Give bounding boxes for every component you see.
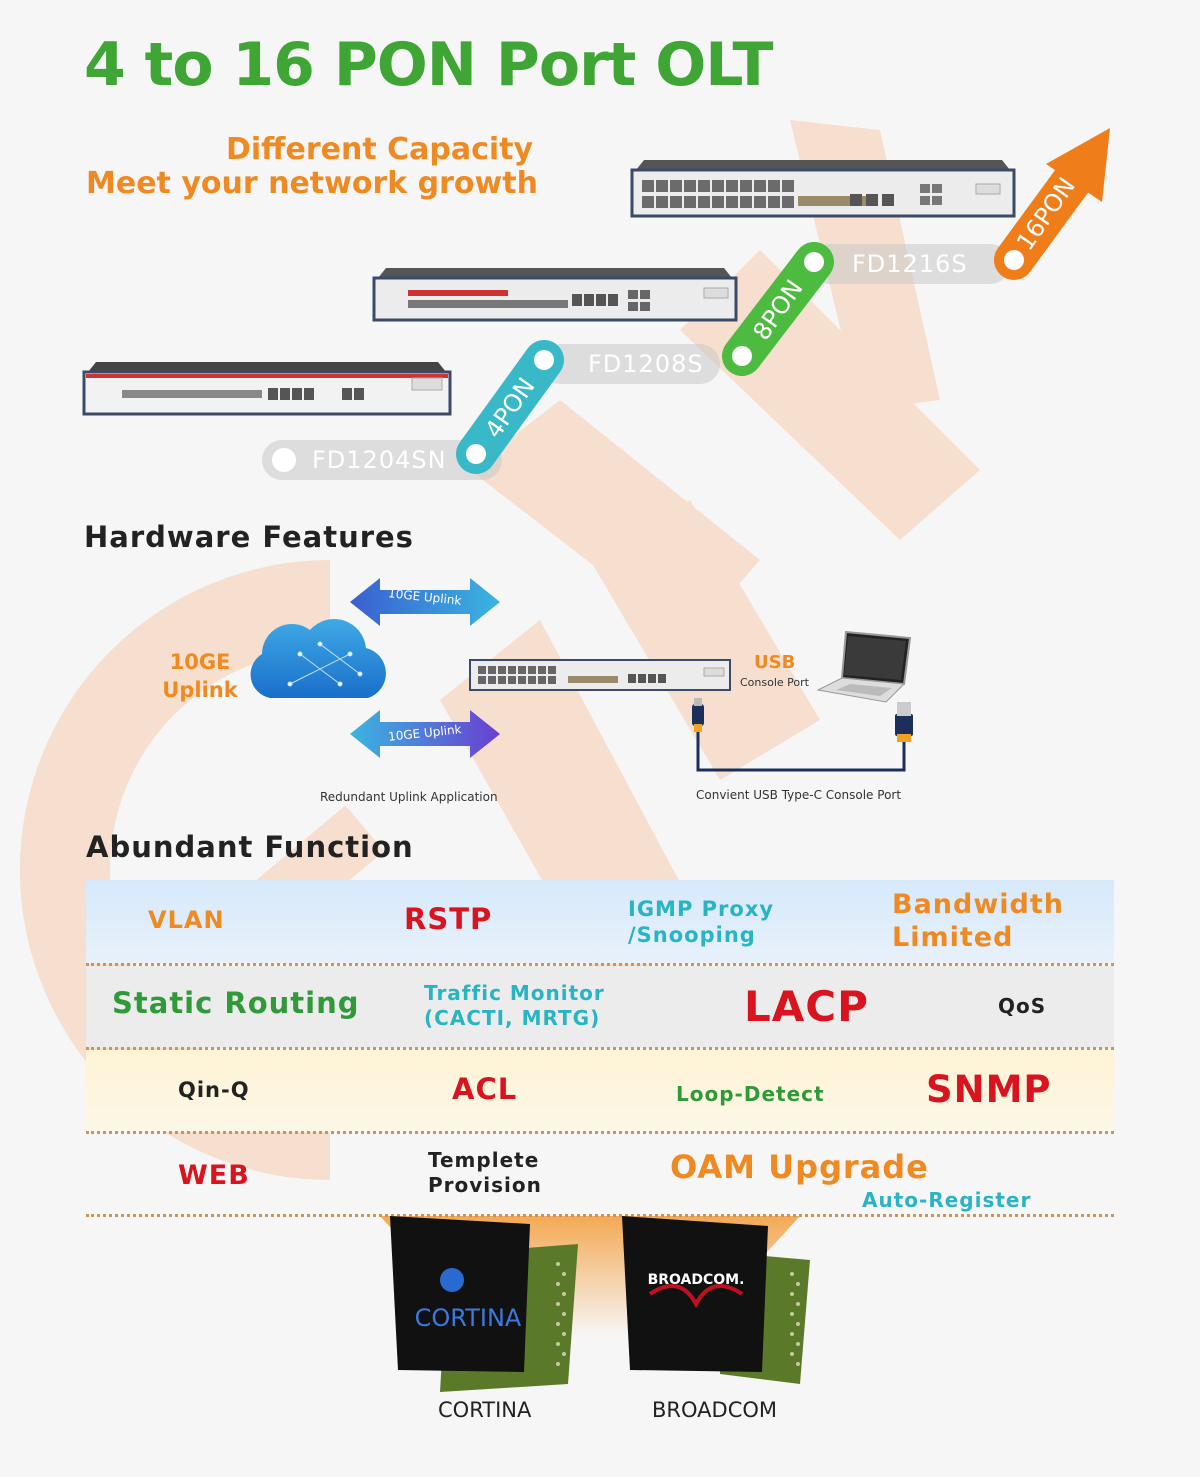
tagline-line1: Different Capacity bbox=[226, 132, 534, 167]
pill-dot-icon bbox=[272, 448, 296, 472]
chip-cortina: CORTINA bbox=[390, 1216, 578, 1392]
function-static-routing: Static Routing bbox=[112, 986, 360, 1020]
chip-label-cortina: CORTINA bbox=[438, 1398, 532, 1422]
row-divider bbox=[86, 963, 1114, 966]
olt-device-fd1208s bbox=[372, 268, 738, 322]
redundant-uplink-caption: Redundant Uplink Application bbox=[320, 790, 498, 804]
page-title: 4 to 16 PON Port OLT bbox=[84, 30, 773, 100]
tube-4pon: 4PON bbox=[456, 340, 564, 474]
laptop-icon bbox=[816, 630, 912, 703]
function-templete-line1: Templete bbox=[428, 1148, 540, 1172]
usb-title: USB bbox=[754, 652, 796, 673]
abundant-function-title: Abundant Function bbox=[86, 830, 414, 864]
row-divider bbox=[86, 1214, 1114, 1217]
tube-8pon: 8PON bbox=[722, 242, 834, 376]
model-name-fd1208s: FD1208S bbox=[588, 350, 704, 378]
function-templete-provision: Templete Provision bbox=[428, 1148, 542, 1198]
uplink-label-line1: 10GE bbox=[169, 650, 231, 674]
function-igmp-line1: IGMP Proxy bbox=[628, 897, 775, 921]
function-oam-upgrade: OAM Upgrade bbox=[670, 1148, 929, 1186]
row-divider bbox=[86, 1047, 1114, 1050]
usb-caption: Convient USB Type-C Console Port bbox=[696, 788, 902, 802]
olt-device-small bbox=[469, 659, 731, 691]
function-bandwidth: Bandwidth Limited bbox=[892, 888, 1064, 954]
function-web: WEB bbox=[178, 1160, 250, 1191]
model-name-fd1204sn: FD1204SN bbox=[312, 446, 447, 474]
uplink-label-line2: Uplink bbox=[162, 678, 238, 702]
function-templete-line2: Provision bbox=[428, 1173, 542, 1197]
usb-subtitle: Console Port bbox=[740, 676, 809, 689]
function-traffic-line2: (CACTI, MRTG) bbox=[424, 1006, 601, 1030]
uplink-label: 10GE Uplink bbox=[158, 648, 242, 704]
function-acl: ACL bbox=[452, 1072, 518, 1106]
function-lacp: LACP bbox=[744, 982, 869, 1031]
chip-label-broadcom: BROADCOM bbox=[652, 1398, 778, 1422]
hardware-features-title: Hardware Features bbox=[84, 520, 414, 554]
function-traffic-monitor: Traffic Monitor (CACTI, MRTG) bbox=[424, 981, 605, 1031]
function-bandwidth-line1: Bandwidth bbox=[892, 889, 1065, 920]
chip-logo-text: BROADCOM. bbox=[648, 1272, 745, 1288]
row-divider bbox=[86, 1131, 1114, 1134]
function-auto-register: Auto-Register bbox=[862, 1188, 1032, 1212]
function-traffic-line1: Traffic Monitor bbox=[424, 981, 605, 1005]
tube-16pon: 16PON bbox=[994, 128, 1110, 280]
function-qos: QoS bbox=[998, 994, 1047, 1018]
uplink-arrow-top bbox=[350, 578, 500, 626]
function-igmp: IGMP Proxy /Snooping bbox=[628, 896, 774, 948]
function-qinq: Qin-Q bbox=[178, 1078, 250, 1102]
usb-cable bbox=[692, 698, 913, 772]
olt-device-fd1216s bbox=[630, 160, 1016, 218]
olt-device-fd1204sn bbox=[82, 362, 452, 416]
tagline-line2: Meet your network growth bbox=[86, 166, 538, 201]
function-rstp: RSTP bbox=[404, 902, 493, 936]
function-igmp-line2: /Snooping bbox=[628, 923, 756, 947]
chip-broadcom: BROADCOM. bbox=[622, 1216, 810, 1384]
function-loop-detect: Loop-Detect bbox=[676, 1082, 825, 1106]
function-vlan: VLAN bbox=[148, 906, 225, 934]
function-bandwidth-line2: Limited bbox=[892, 922, 1014, 953]
function-snmp: SNMP bbox=[926, 1068, 1052, 1111]
chip-logo-text: CORTINA bbox=[415, 1304, 522, 1332]
model-name-fd1216s: FD1216S bbox=[852, 250, 968, 278]
